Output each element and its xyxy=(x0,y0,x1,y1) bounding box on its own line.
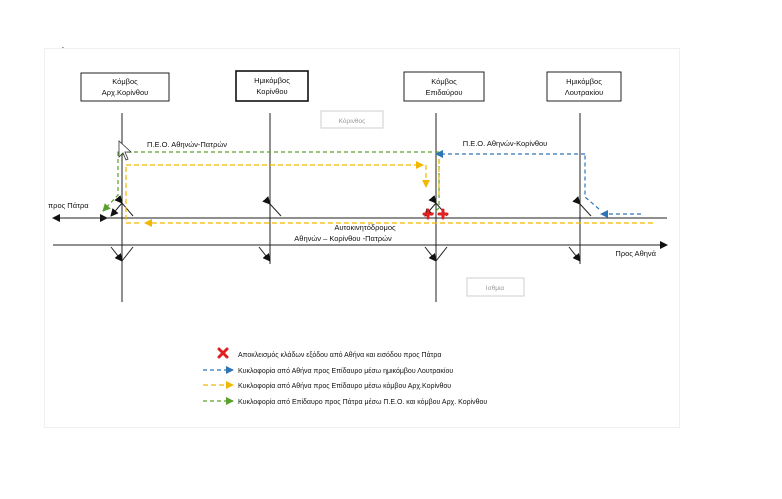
closure-cross-icon xyxy=(422,208,434,220)
node-label: Επιδαύρου xyxy=(426,88,463,97)
route-yellow xyxy=(125,159,653,227)
node-box-loutraki: Ημικόμβος Λουτρακίου xyxy=(546,71,622,102)
place-box-isthmia: Ισθμια xyxy=(466,277,525,297)
legend-cross-icon xyxy=(217,347,229,359)
label-motorway-line2: Αθηνών – Κορίνθου -Πατρών xyxy=(294,234,392,243)
diagram-panel: Κόμβος Αρχ.Κορίνθου Ημικόμβος Κορίνθου Κ… xyxy=(45,49,679,427)
label-peo-korinthos: Π.Ε.Ο. Αθηνών-Κορίνθου xyxy=(463,139,548,148)
mouse-cursor-icon xyxy=(118,140,133,161)
road-diagram: Κόμβος Αρχ.Κορίνθου Ημικόμβος Κορίνθου Κ… xyxy=(48,70,668,406)
label-to-athens: Προς Αθηνά xyxy=(615,249,656,258)
legend-label: Κυκλοφορία από Αθήνα προς Επίδαυρο μέσω … xyxy=(238,367,453,375)
node-label: Λουτρακίου xyxy=(565,88,604,97)
node-box-epidavros: Κόμβος Επιδαύρου xyxy=(403,71,485,102)
legend-label: Κυκλοφορία από Επίδαυρο προς Πάτρα μέσω … xyxy=(238,398,487,406)
legend-item-closure: Αποκλεισμός κλάδων εξόδου από Αθήνα και … xyxy=(217,347,441,359)
place-box-korinthos: Κόρινθος xyxy=(320,110,384,129)
svg-text:Κόρινθος: Κόρινθος xyxy=(339,117,366,125)
label-to-patra: προς Πάτρα xyxy=(48,201,89,210)
node-label: Κόμβος xyxy=(431,77,457,86)
ramp-arrows xyxy=(110,195,592,262)
node-label: Κορίνθου xyxy=(256,87,287,96)
svg-text:Ισθμια: Ισθμια xyxy=(486,285,505,292)
node-label: Αρχ.Κορίνθου xyxy=(102,88,149,97)
legend-item-blue: Κυκλοφορία από Αθήνα προς Επίδαυρο μέσω … xyxy=(203,366,453,375)
node-box-korinthos-archaia: Κόμβος Αρχ.Κορίνθου xyxy=(80,72,170,102)
label-peo-patra: Π.Ε.Ο. Αθηνών-Πατρών xyxy=(147,140,227,149)
node-label: Ημικόμβος xyxy=(254,76,290,85)
node-label: Ημικόμβος xyxy=(566,77,602,86)
legend-item-green: Κυκλοφορία από Επίδαυρο προς Πάτρα μέσω … xyxy=(203,397,487,406)
label-motorway-line1: Αυτοκινητόδρομος xyxy=(334,223,396,232)
legend-item-yellow: Κυκλοφορία από Αθήνα προς Επίδαυρο μέσω … xyxy=(203,381,451,390)
closure-cross-icon xyxy=(437,208,449,220)
legend-label: Αποκλεισμός κλάδων εξόδου από Αθήνα και … xyxy=(238,351,441,359)
route-blue xyxy=(435,150,641,218)
legend-label: Κυκλοφορία από Αθήνα προς Επίδαυρο μέσω … xyxy=(238,382,451,390)
node-label: Κόμβος xyxy=(112,77,138,86)
legend: Αποκλεισμός κλάδων εξόδου από Αθήνα και … xyxy=(203,347,487,406)
node-box-korinthos-semi: Ημικόμβος Κορίνθου xyxy=(235,70,309,102)
route-green xyxy=(102,148,440,219)
